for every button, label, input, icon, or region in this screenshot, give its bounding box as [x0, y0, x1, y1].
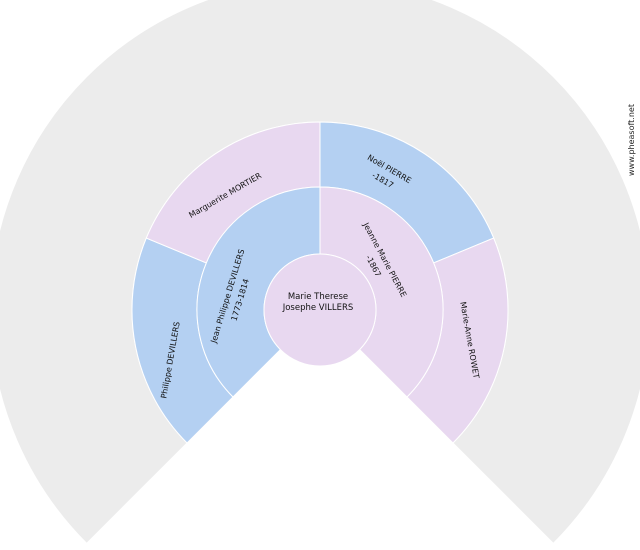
- root-person-cell[interactable]: [263, 253, 377, 367]
- root-name-line2: Josephe VILLERS: [282, 303, 354, 313]
- site-watermark: www.pheasoft.net: [627, 104, 636, 176]
- root-name-line1: Marie Therese: [288, 292, 348, 302]
